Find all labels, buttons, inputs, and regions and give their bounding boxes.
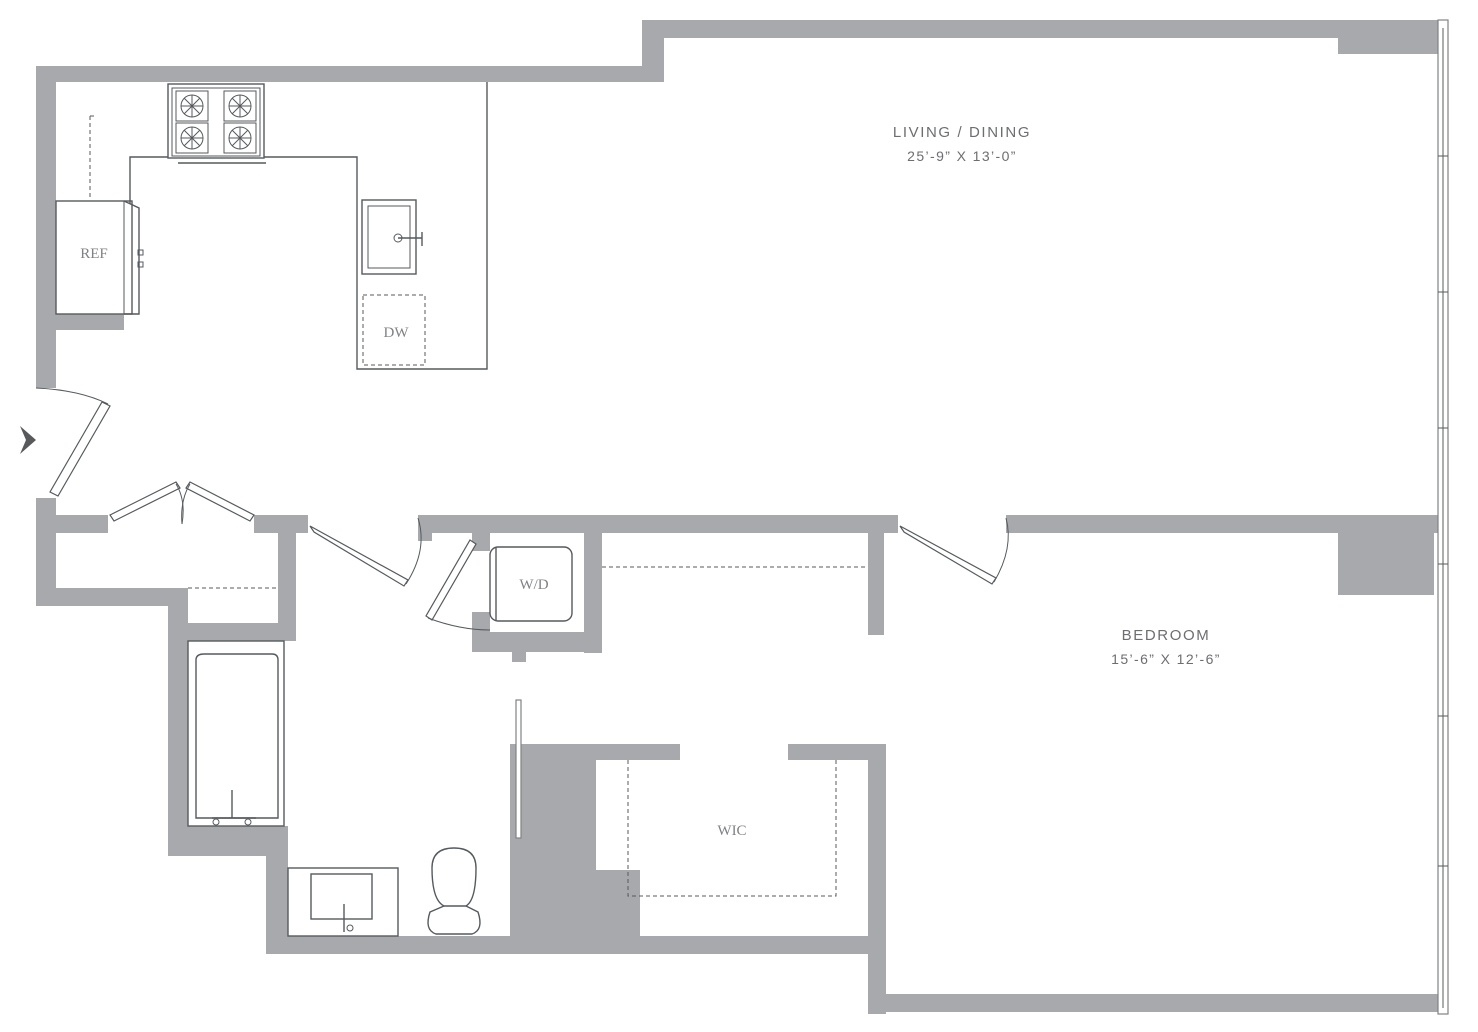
walk-in-closet-label: WIC xyxy=(717,823,746,839)
washer-dryer-label: W/D xyxy=(519,577,548,593)
washer-dryer: W/D xyxy=(489,546,573,622)
exterior-windows xyxy=(1437,19,1449,1015)
kitchen-sink-icon xyxy=(361,199,423,275)
room-bedroom: BEDROOM 15’-6” X 12’-6” xyxy=(1111,627,1221,667)
entry-door xyxy=(35,387,111,497)
cooktop-icon xyxy=(167,83,266,164)
glass-shower-door xyxy=(515,699,522,839)
walls xyxy=(36,20,1438,1014)
room-living-dining: LIVING / DINING 25’-9” X 13’-0” xyxy=(893,124,1031,164)
entry-arrow-icon xyxy=(20,426,36,454)
dishwasher: DW xyxy=(362,294,426,366)
refrigerator: REF xyxy=(55,200,144,315)
bath-door xyxy=(309,517,422,587)
living-dining-dimensions: 25’-9” X 13’-0” xyxy=(907,148,1017,164)
bathroom-sink-icon xyxy=(287,867,399,937)
walk-in-closet: WIC xyxy=(627,760,837,897)
laundry-door xyxy=(425,539,491,631)
kitchen: REF DW xyxy=(55,82,488,370)
living-dining-name: LIVING / DINING xyxy=(893,124,1031,141)
bedroom-dimensions: 15’-6” X 12’-6” xyxy=(1111,651,1221,667)
toilet-icon xyxy=(427,847,481,935)
bedroom-door xyxy=(899,517,1009,585)
dishwasher-label: DW xyxy=(384,325,410,341)
refrigerator-label: REF xyxy=(80,246,108,262)
bathtub-icon xyxy=(187,640,285,827)
hall-closet-doors xyxy=(109,481,278,589)
bedroom-name: BEDROOM xyxy=(1122,627,1211,644)
